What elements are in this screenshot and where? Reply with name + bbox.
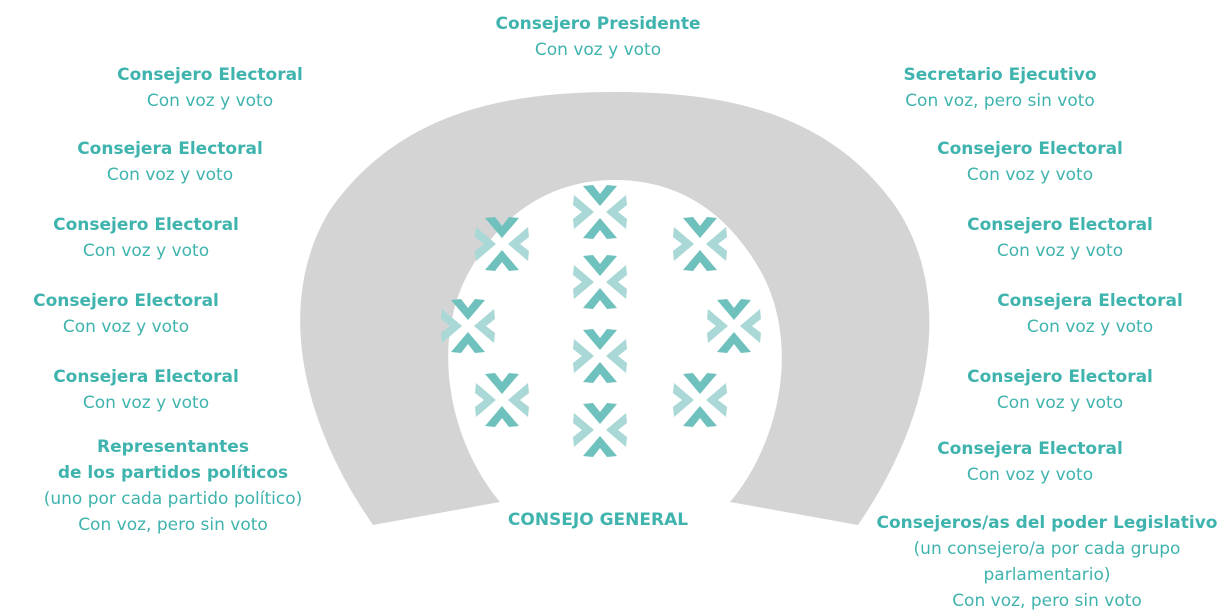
member-left-1: Consejero Electoral Con voz y voto — [117, 65, 303, 111]
flower-petal — [706, 383, 727, 417]
flower-petal — [451, 332, 485, 353]
member-right-4: Consejero Electoral Con voz y voto — [967, 367, 1153, 413]
flower-petal — [474, 309, 495, 343]
flower-petal — [740, 309, 761, 343]
flower-petal — [508, 383, 529, 417]
member-right-5: Consejera Electoral Con voz y voto — [937, 439, 1123, 485]
member-right-legislativo: Consejeros/as del poder Legislativo (un … — [876, 513, 1218, 611]
flower-petal — [475, 227, 496, 261]
member-left-3: Consejero Electoral Con voz y voto — [53, 215, 239, 261]
flower-icon — [475, 373, 529, 427]
flower-petal — [583, 362, 617, 383]
flower-petal — [485, 373, 519, 394]
flower-cluster — [441, 185, 761, 457]
center-title: CONSEJO GENERAL — [507, 510, 689, 530]
flower-petal — [606, 413, 627, 447]
flower-icon — [707, 299, 761, 353]
flower-petal — [583, 436, 617, 457]
flower-icon — [475, 217, 529, 271]
flower-petal — [508, 227, 529, 261]
flower-petal — [583, 329, 617, 350]
flower-icon — [573, 255, 627, 309]
flower-petal — [485, 406, 519, 427]
flower-petal — [717, 332, 751, 353]
flower-petal — [451, 299, 485, 320]
flower-icon — [573, 185, 627, 239]
flower-petal — [683, 217, 717, 238]
flower-petal — [673, 383, 694, 417]
flower-petal — [707, 309, 728, 343]
flower-petal — [573, 413, 594, 447]
flower-icon — [673, 217, 727, 271]
flower-icon — [573, 329, 627, 383]
member-right-2: Consejero Electoral Con voz y voto — [967, 215, 1153, 261]
member-presidente: Consejero Presidente Con voz y voto — [495, 14, 701, 60]
flower-petal — [583, 403, 617, 424]
flower-petal — [683, 250, 717, 271]
flower-icon — [441, 299, 495, 353]
flower-petal — [485, 250, 519, 271]
flower-petal — [683, 406, 717, 427]
flower-petal — [583, 255, 617, 276]
member-left-2: Consejera Electoral Con voz y voto — [77, 139, 263, 185]
flower-icon — [573, 403, 627, 457]
flower-petal — [475, 383, 496, 417]
flower-petal — [717, 299, 751, 320]
flower-petal — [485, 217, 519, 238]
flower-petal — [606, 265, 627, 299]
flower-petal — [583, 288, 617, 309]
member-right-secretario: Secretario Ejecutivo Con voz, pero sin v… — [903, 65, 1097, 111]
member-right-1: Consejero Electoral Con voz y voto — [937, 139, 1123, 185]
member-left-4: Consejero Electoral Con voz y voto — [33, 291, 219, 337]
flower-petal — [583, 218, 617, 239]
flower-petal — [573, 265, 594, 299]
flower-petal — [583, 185, 617, 206]
flower-petal — [573, 195, 594, 229]
flower-petal — [606, 339, 627, 373]
council-arch — [300, 92, 930, 525]
flower-petal — [441, 309, 462, 343]
flower-petal — [573, 339, 594, 373]
flower-petal — [683, 373, 717, 394]
flower-petal — [673, 227, 694, 261]
flower-petal — [606, 195, 627, 229]
member-left-partidos: Representantes de los partidos políticos… — [43, 437, 303, 535]
member-right-3: Consejera Electoral Con voz y voto — [997, 291, 1183, 337]
member-left-5: Consejera Electoral Con voz y voto — [53, 367, 239, 413]
flower-icon — [673, 373, 727, 427]
flower-petal — [706, 227, 727, 261]
